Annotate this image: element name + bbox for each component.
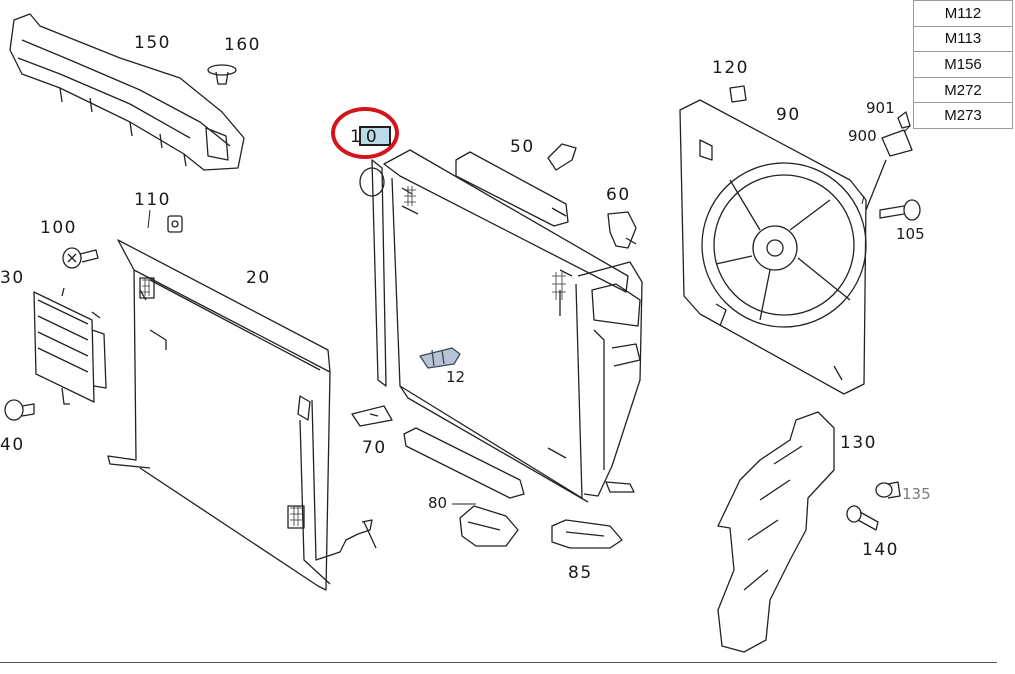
- part-label-135[interactable]: 135: [902, 485, 931, 503]
- part-70-pad: [351, 405, 393, 427]
- part-label-30[interactable]: 30: [0, 268, 25, 288]
- part-120-clip: [729, 85, 747, 103]
- part-label-110[interactable]: 110: [134, 190, 171, 210]
- part-20-condenser: [107, 239, 377, 591]
- engine-code-cell[interactable]: M113: [913, 25, 1013, 53]
- part-130-guide: [717, 411, 835, 653]
- engine-code-cell[interactable]: M156: [913, 51, 1013, 78]
- part-label-120[interactable]: 120: [712, 58, 749, 78]
- part-140-bolt: [846, 505, 879, 531]
- engine-code-cell[interactable]: M272: [913, 76, 1013, 104]
- part-label-50[interactable]: 50: [510, 137, 535, 157]
- part-label-130[interactable]: 130: [840, 433, 877, 453]
- part-label-20[interactable]: 20: [246, 268, 271, 288]
- part-label-70[interactable]: 70: [362, 438, 387, 458]
- part-label-12[interactable]: 12: [446, 368, 466, 386]
- part-label-150[interactable]: 150: [134, 33, 171, 53]
- engine-code-cell[interactable]: M112: [913, 0, 1013, 27]
- part-100-bolt: [62, 247, 99, 269]
- part-60-clip: [607, 211, 637, 249]
- part-40-bolt: [4, 399, 35, 421]
- part-90-fan: [679, 99, 867, 395]
- part-label-140[interactable]: 140: [862, 540, 899, 560]
- part-135-rivet: [875, 481, 901, 499]
- part-30-cooler: [33, 287, 107, 405]
- part-label-900[interactable]: 900: [848, 127, 877, 145]
- part-110-clip: [167, 215, 183, 233]
- part-50-seal: [455, 143, 577, 227]
- part-label-40[interactable]: 40: [0, 435, 25, 455]
- part-160-rivet: [207, 64, 237, 85]
- part-label-85[interactable]: 85: [568, 563, 593, 583]
- part-80-seal: [403, 427, 525, 547]
- engine-code-table: M112 M113 M156 M272 M273: [913, 0, 1013, 129]
- part-label-105[interactable]: 105: [896, 225, 925, 243]
- engine-code-cell[interactable]: M273: [913, 102, 1013, 129]
- part-105-bolt: [879, 199, 921, 221]
- part-85-bracket: [551, 519, 623, 549]
- part-label-160[interactable]: 160: [224, 35, 261, 55]
- part-12-plug: [419, 347, 461, 369]
- part-label-60[interactable]: 60: [606, 185, 631, 205]
- part-label-90[interactable]: 90: [776, 105, 801, 125]
- part-150-shroud: [9, 13, 245, 171]
- highlight-circle: [331, 107, 399, 159]
- part-label-100[interactable]: 100: [40, 218, 77, 238]
- part-900-connector: [865, 129, 913, 211]
- divider-line: [0, 662, 997, 663]
- part-label-901[interactable]: 901: [866, 99, 895, 117]
- part-901-connector: [897, 111, 911, 129]
- part-label-80[interactable]: 80: [428, 494, 448, 512]
- part-10-radiator: [359, 149, 643, 503]
